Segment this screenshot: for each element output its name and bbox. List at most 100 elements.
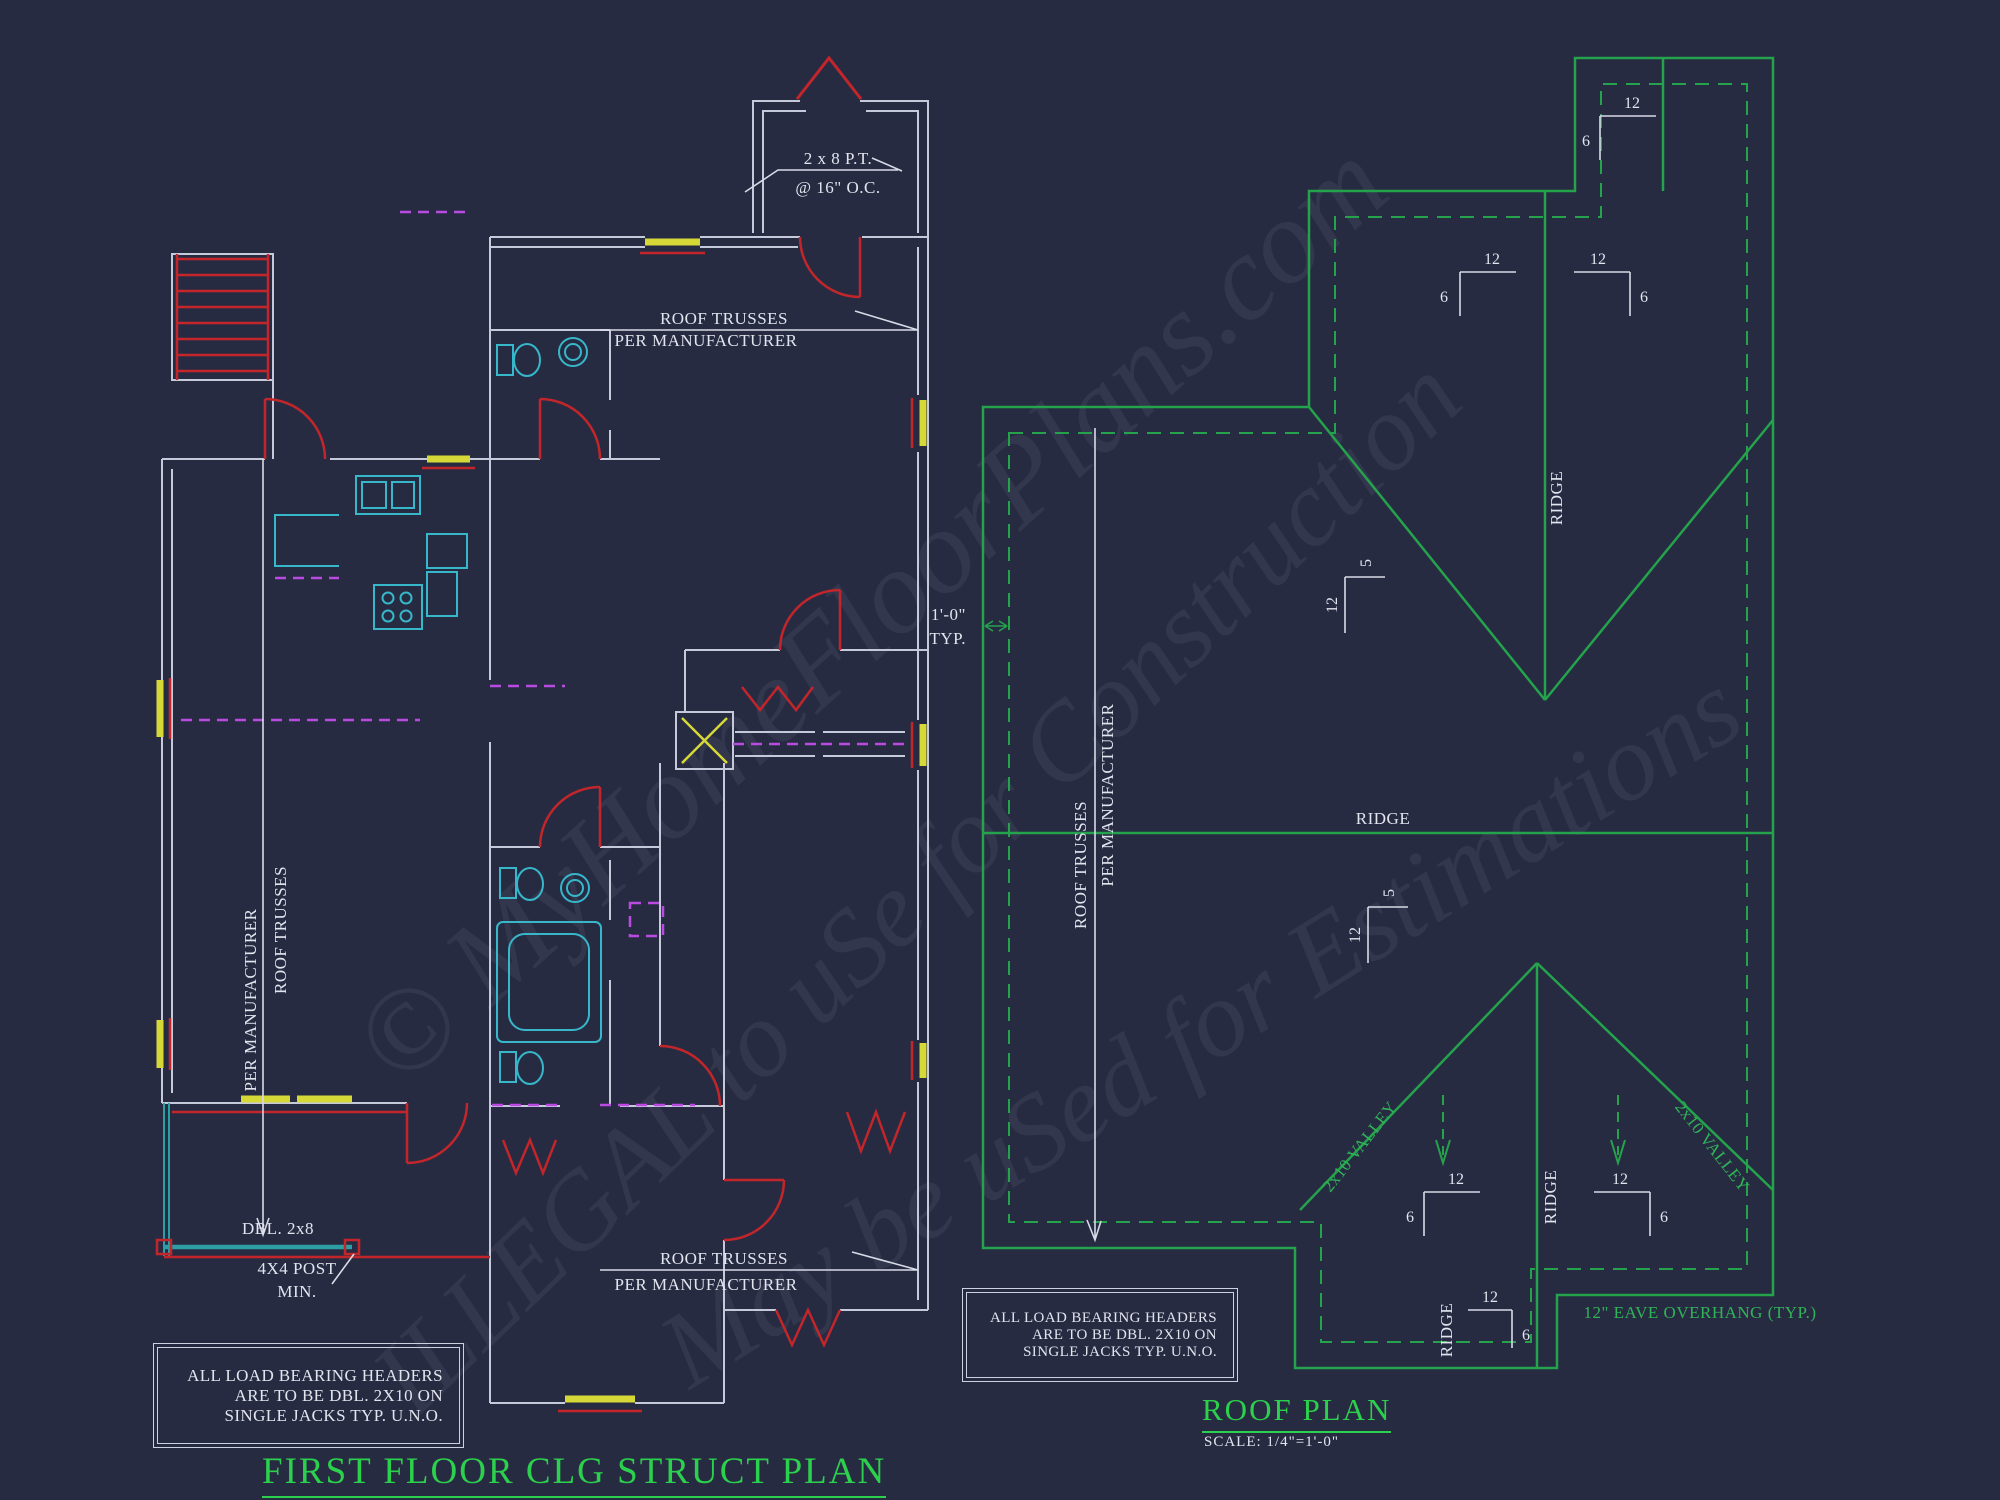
note-box-floor: ALL LOAD BEARING HEADERS ARE TO BE DBL. …: [153, 1343, 464, 1448]
leader-trusses-left: [256, 459, 270, 1238]
pitch-run: 12: [1590, 251, 1606, 268]
overhang-dimension: 1'-0" TYP.: [930, 605, 1008, 648]
fixtures: [274, 337, 602, 1085]
roof-trusses-callout: ROOF TRUSSES PER MANUFACTURER: [1071, 428, 1117, 1243]
pitch-rise: 6: [1440, 289, 1448, 306]
pitch-run: 12: [1448, 1171, 1464, 1188]
sink-2: [560, 873, 590, 903]
leader-roof-trusses: [1086, 428, 1102, 1243]
wall-hall: [659, 763, 725, 1403]
roof-trusses-line1: ROOF TRUSSES: [1071, 801, 1090, 929]
cabinet: [426, 571, 458, 617]
roof-eave-outline: [981, 56, 1775, 1370]
zigzag-closet-4: [845, 1108, 907, 1155]
pitch-upper-right: 12 6: [1574, 251, 1648, 316]
door-arc-hall2: [659, 1044, 722, 1107]
post-label-line2: MIN.: [277, 1282, 316, 1301]
pitch-top-box: 12 6: [1582, 95, 1656, 160]
burner: [381, 609, 395, 623]
burner: [399, 609, 413, 623]
roof-plan-scale: SCALE: 1/4"=1'-0": [1204, 1434, 1339, 1450]
leader-post: [331, 1253, 355, 1285]
note-line: ALL LOAD BEARING HEADERS: [990, 1309, 1217, 1326]
pitch-run: 12: [1347, 927, 1364, 943]
wall-beam-channels: [735, 731, 905, 757]
bathtub-inner: [508, 933, 590, 1031]
valley-label-left: 2x10 VALLEY: [1319, 1098, 1401, 1196]
ridge-label-upper: RIDGE: [1547, 471, 1566, 525]
sink-2-drain: [566, 879, 584, 897]
fridge: [426, 533, 468, 569]
porch-post-line: [163, 1103, 170, 1256]
pitch-mid-upper: 12 5: [1324, 559, 1385, 633]
zigzag-closet-3: [774, 1306, 842, 1349]
pitch-run: 12: [1482, 1289, 1498, 1306]
burner: [381, 591, 395, 605]
pitch-run: 12: [1324, 597, 1341, 613]
trusses-top-line2: PER MANUFACTURER: [615, 331, 798, 350]
note-line: ALL LOAD BEARING HEADERS: [187, 1365, 443, 1385]
trusses-left-line1: PER MANUFACTURER: [241, 908, 260, 1091]
beam-label: DBL. 2x8: [242, 1219, 314, 1238]
door-arc-top-room: [798, 236, 862, 299]
eave-overhang-label: 12" EAVE OVERHANG (TYP.): [1583, 1303, 1816, 1322]
pitch-rise: 6: [1406, 1209, 1414, 1226]
pitch-lower-right: 12 6: [1594, 1171, 1668, 1236]
wall-top-right-room-inner: [762, 110, 919, 233]
note-line: SINGLE JACKS TYP. U.N.O.: [1023, 1343, 1217, 1360]
window-glazing: [156, 238, 927, 1403]
walls: [161, 100, 929, 1404]
pitch-run: 12: [1624, 95, 1640, 112]
roof-frame-lines: [983, 58, 1774, 1368]
roof-wall-dashed: [1008, 83, 1748, 1343]
shaft-x: [681, 717, 728, 764]
post-4x4-left: [155, 1238, 173, 1256]
wall-bottom: [490, 1309, 928, 1404]
kitchen-sink-bowl-1: [361, 481, 387, 509]
leader-joist: [744, 157, 903, 193]
wall-bath-bottom: [490, 846, 660, 1106]
sink-1: [558, 337, 588, 367]
note-line: ARE TO BE DBL. 2X10 ON: [1032, 1326, 1217, 1343]
ridge-label-horizontal: RIDGE: [1356, 809, 1410, 828]
pitch-rise: 5: [1381, 889, 1398, 897]
stove: [373, 584, 423, 630]
pitch-rise: 6: [1522, 1327, 1530, 1344]
entry-chevron: [795, 55, 863, 100]
door-arc-hall: [723, 1178, 786, 1242]
island-counter: [274, 514, 339, 567]
first-floor-plan: 2 x 8 P.T. @ 16" O.C. ROOF TRUSSES PER M…: [155, 55, 929, 1413]
joist-spec-line1: 2 x 8 P.T.: [804, 149, 872, 168]
trusses-bottom-line1: ROOF TRUSSES: [660, 1249, 788, 1268]
pitch-upper-left: 12 6: [1440, 251, 1516, 316]
slope-arrows: [1435, 1095, 1626, 1167]
pitch-indicators: 12 6 12 6 12 6 12 5 12 5: [1324, 95, 1668, 1348]
valley-label-right: 2x10 VALLEY: [1671, 1098, 1753, 1196]
sink-1-drain: [564, 343, 582, 361]
valley-right: [1536, 962, 1774, 1191]
pitch-lower-left: 12 6: [1406, 1171, 1480, 1236]
toilet-tank-1: [496, 344, 514, 376]
wall-bath-top: [490, 329, 660, 460]
toilet-tank-3: [499, 1051, 517, 1083]
note-box-roof: ALL LOAD BEARING HEADERS ARE TO BE DBL. …: [962, 1288, 1238, 1382]
pitch-mid-lower: 12 5: [1347, 889, 1408, 963]
door-arc-bath-top: [538, 397, 602, 460]
door-arc-wing-bottom: [405, 1102, 469, 1165]
note-line: ARE TO BE DBL. 2X10 ON: [234, 1385, 443, 1405]
wall-top-right-room: [752, 100, 929, 233]
trusses-top-line1: ROOF TRUSSES: [660, 309, 788, 328]
valley-left: [1299, 962, 1538, 1211]
door-arc-interior: [778, 588, 842, 651]
hip-upper-right: [1544, 419, 1774, 701]
flush-beams: [181, 210, 907, 1107]
post-4x4-right: [343, 1238, 361, 1256]
kitchen-sink-bowl-2: [391, 481, 415, 509]
pitch-run: 12: [1612, 1171, 1628, 1188]
zigzag-closet-2: [501, 1136, 558, 1177]
window-headers: [168, 251, 914, 1413]
pitch-rise: 6: [1582, 133, 1590, 150]
leader-trusses-top: [600, 310, 919, 331]
